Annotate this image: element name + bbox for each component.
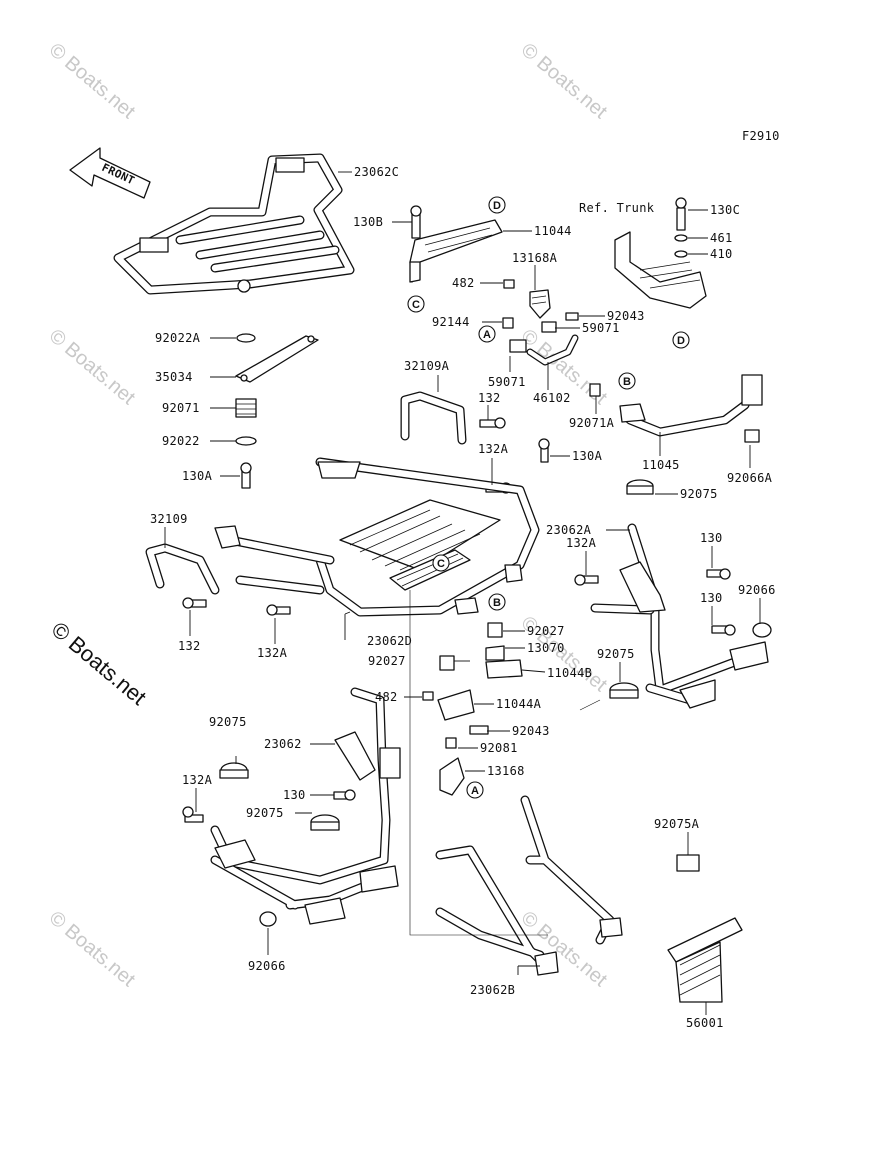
label-59071-right: 59071 xyxy=(582,321,620,335)
bracket-11044 xyxy=(409,205,503,283)
label-13168: 13168 xyxy=(487,764,525,778)
label-13168A: 13168A xyxy=(512,251,558,265)
label-130-right-lower: 130 xyxy=(700,591,723,605)
label-130-bottom: 130 xyxy=(283,788,306,802)
ref-C-upper-letter: C xyxy=(412,299,420,311)
label-92022A: 92022A xyxy=(155,331,201,345)
label-46102: 46102 xyxy=(533,391,571,405)
leader-lines xyxy=(164,171,761,1015)
label-59071-left: 59071 xyxy=(488,375,526,389)
label-23062B: 23062B xyxy=(470,983,515,997)
latch-hardware-upper xyxy=(502,279,579,366)
left-hardware-stack xyxy=(235,333,319,489)
label-11045: 11045 xyxy=(642,458,680,472)
label-92043-upper: 92043 xyxy=(607,309,645,323)
main-rack-23062D xyxy=(214,457,540,617)
label-130B: 130B xyxy=(353,215,383,229)
ref-A-upper: A xyxy=(478,325,496,343)
watermark-6: © Boats.net xyxy=(45,907,140,991)
label-132-lower: 132 xyxy=(178,639,201,653)
label-92043-lower: 92043 xyxy=(512,724,550,738)
right-lower-parts xyxy=(667,854,743,1003)
label-130A-right: 130A xyxy=(572,449,603,463)
ref-B-lower: B xyxy=(488,593,506,611)
label-92075-left: 92075 xyxy=(209,715,247,729)
label-482-lower: 482 xyxy=(375,690,398,704)
label-92066-right: 92066 xyxy=(738,583,776,597)
label-11044B: 11044B xyxy=(547,666,592,680)
ref-D-trunk-letter: D xyxy=(677,335,685,347)
bolt-132-upper xyxy=(479,417,506,429)
label-23062A: 23062A xyxy=(546,523,592,537)
lower-frame-23062 xyxy=(182,687,401,927)
label-ref-trunk: Ref. Trunk xyxy=(579,201,655,215)
label-92027-left: 92027 xyxy=(368,654,406,668)
ref-A-lower: A xyxy=(466,781,484,799)
label-132A-upper: 132A xyxy=(478,442,509,456)
label-482-upper: 482 xyxy=(452,276,475,290)
lower-frame-23062B xyxy=(435,795,623,976)
latch-hardware-lower xyxy=(422,689,489,796)
label-92075A: 92075A xyxy=(654,817,700,831)
label-32109A: 32109A xyxy=(404,359,450,373)
label-13070: 13070 xyxy=(527,641,565,655)
label-92071: 92071 xyxy=(162,401,200,415)
label-23062D: 23062D xyxy=(367,634,412,648)
label-11044: 11044 xyxy=(534,224,572,238)
label-132A-bottom: 132A xyxy=(182,773,213,787)
ref-A-lower-letter: A xyxy=(471,785,479,797)
ref-B-upper-letter: B xyxy=(623,376,631,388)
label-32109: 32109 xyxy=(150,512,188,526)
handle-32109 xyxy=(145,543,220,595)
ref-D-upper: D xyxy=(488,196,506,214)
trunk-bracket xyxy=(614,197,707,309)
handle-11045 xyxy=(589,374,763,443)
ref-B-lower-letter: B xyxy=(493,597,501,609)
label-92027-right: 92027 xyxy=(527,624,565,638)
part-labels: 23062C 130B 11044 130C Ref. Trunk 461 41… xyxy=(150,165,776,1030)
label-92075-upper: 92075 xyxy=(680,487,718,501)
right-frame-23062A xyxy=(574,479,772,709)
label-130C: 130C xyxy=(710,203,740,217)
front-rack-23062C xyxy=(113,153,355,295)
label-92071A: 92071A xyxy=(569,416,615,430)
watermark-main: © Boats.net xyxy=(47,617,151,710)
ref-D-upper-letter: D xyxy=(493,200,501,212)
label-23062: 23062 xyxy=(264,737,302,751)
label-92022: 92022 xyxy=(162,434,200,448)
ref-D-trunk: D xyxy=(672,331,690,349)
label-11044A: 11044A xyxy=(496,697,542,711)
ref-A-upper-letter: A xyxy=(483,329,491,341)
ref-C-lower-letter: C xyxy=(437,558,445,570)
ref-B-upper: B xyxy=(618,372,636,390)
label-92081: 92081 xyxy=(480,741,518,755)
label-92075-right: 92075 xyxy=(597,647,635,661)
label-35034: 35034 xyxy=(155,370,193,384)
reference-markers: D C A D B C B A xyxy=(407,196,690,799)
ref-C-lower: C xyxy=(432,554,450,572)
label-92075-bottom: 92075 xyxy=(246,806,284,820)
label-130A-left: 130A xyxy=(182,469,213,483)
figure-code: F2910 xyxy=(742,129,780,143)
label-132-upper: 132 xyxy=(478,391,501,405)
label-410: 410 xyxy=(710,247,733,261)
watermark-3: © Boats.net xyxy=(45,325,140,409)
ref-C-upper: C xyxy=(407,295,425,313)
label-130-right-upper: 130 xyxy=(700,531,723,545)
handle-32109A xyxy=(400,391,467,445)
label-92066A: 92066A xyxy=(727,471,773,485)
label-132A-right: 132A xyxy=(566,536,597,550)
label-23062C: 23062C xyxy=(354,165,399,179)
center-hardware-stack xyxy=(439,622,523,679)
front-arrow: FRONT xyxy=(69,147,151,199)
label-56001: 56001 xyxy=(686,1016,724,1030)
label-92144: 92144 xyxy=(432,315,470,329)
watermark-1: © Boats.net xyxy=(45,39,140,123)
label-461: 461 xyxy=(710,231,733,245)
label-132A-lower: 132A xyxy=(257,646,288,660)
label-92066-bottom: 92066 xyxy=(248,959,286,973)
bolts-lower-left xyxy=(182,597,291,616)
watermark-2: © Boats.net xyxy=(517,39,612,123)
